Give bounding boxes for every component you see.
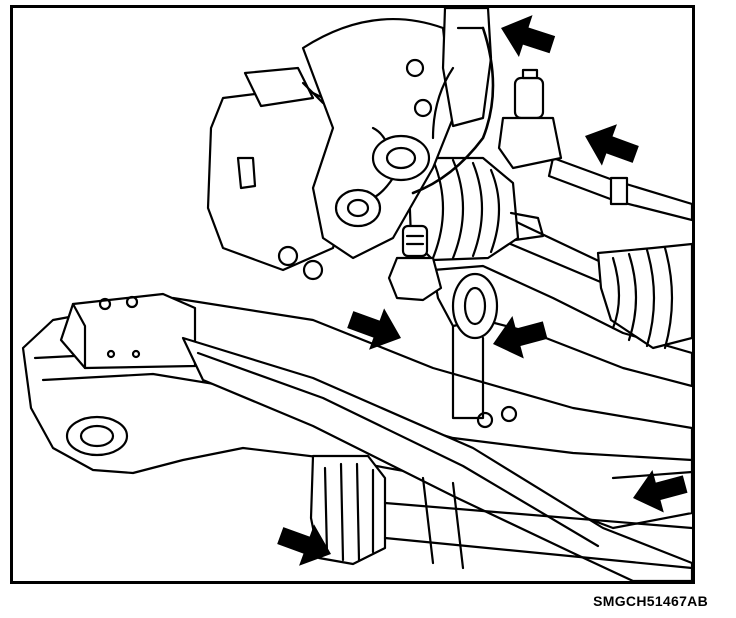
illustration-frame — [10, 5, 695, 584]
arrow-icon — [277, 524, 331, 566]
outer-tie-rod-end — [497, 68, 563, 170]
arrow-icon — [347, 308, 401, 350]
suspension-illustration — [21, 8, 692, 581]
figure-code: SMGCH51467AB — [593, 593, 708, 609]
steering-rack-boot — [309, 454, 692, 570]
arrow-icon — [493, 316, 548, 359]
tie-rod-assembly — [499, 156, 692, 350]
ball-joint — [387, 224, 443, 302]
strut-assembly — [411, 8, 495, 195]
arrow-icon — [585, 124, 639, 166]
steering-knuckle — [301, 18, 455, 260]
indicator-arrows — [277, 15, 688, 566]
arrow-icon — [633, 470, 688, 513]
arrow-icon — [501, 15, 556, 57]
stabilizer-bar — [181, 336, 692, 581]
lower-control-arm — [431, 264, 692, 420]
